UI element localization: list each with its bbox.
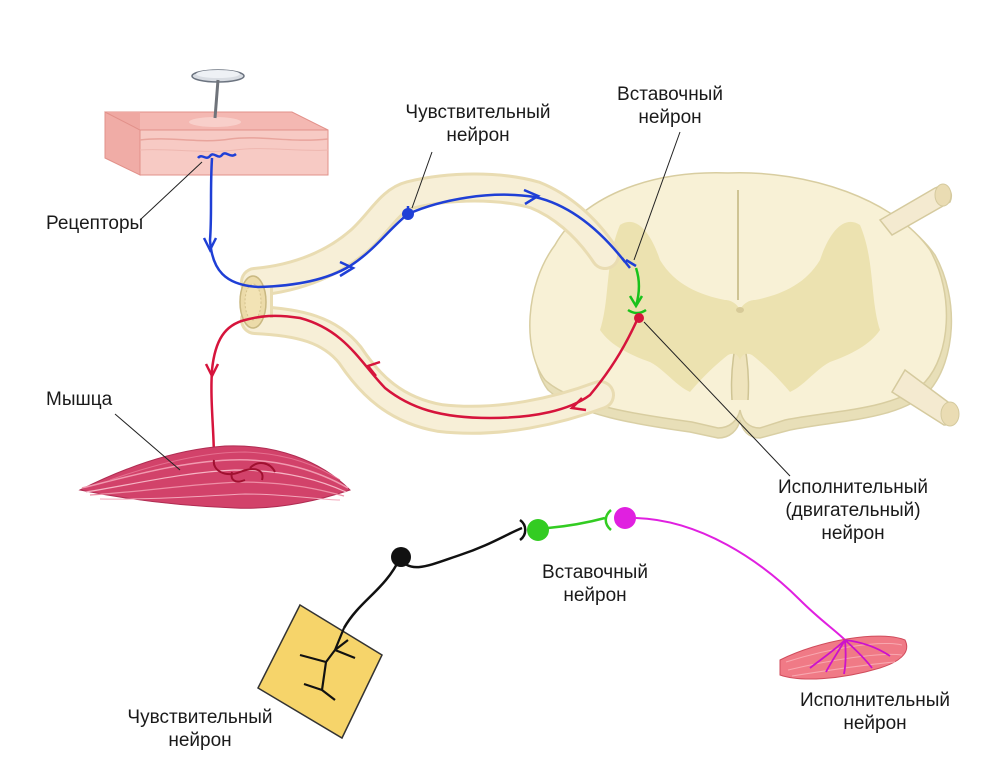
skin-block [104, 111, 329, 176]
receptor-endings [197, 152, 237, 159]
label-sensory-neuron-schema: Чувствительный нейрон [127, 707, 273, 751]
motor-pathway [210, 314, 640, 461]
label-interneuron-top: Вставочный нейрон [617, 84, 723, 128]
label-effector-neuron-schema: Исполнительный нейрон [800, 690, 950, 734]
interneuron [627, 267, 647, 315]
schema-effector-axon [635, 517, 846, 641]
sensory-neuron-body [402, 208, 414, 220]
receptor-field-icon [257, 603, 383, 740]
label-motor-neuron-top: Исполнительный (двигательный) нейрон [778, 477, 928, 544]
spinal-nerve [239, 172, 620, 435]
motor-neuron-body [634, 313, 644, 323]
leader-lines [114, 131, 791, 477]
muscle-top [78, 445, 351, 509]
label-sensory-neuron-top: Чувствительный нейрон [405, 102, 551, 146]
schema-sensory-axon [342, 526, 523, 629]
label-interneuron-schema: Вставочный нейрон [542, 562, 648, 606]
schema-inter-body [527, 519, 549, 541]
label-muscle: Мышца [46, 389, 113, 410]
schema-sensory-body [391, 547, 411, 567]
pin-icon [191, 69, 245, 119]
label-receptors: Рецепторы [46, 213, 144, 234]
schema-muscle-icon [779, 635, 908, 680]
schema-effector-body [614, 507, 636, 529]
